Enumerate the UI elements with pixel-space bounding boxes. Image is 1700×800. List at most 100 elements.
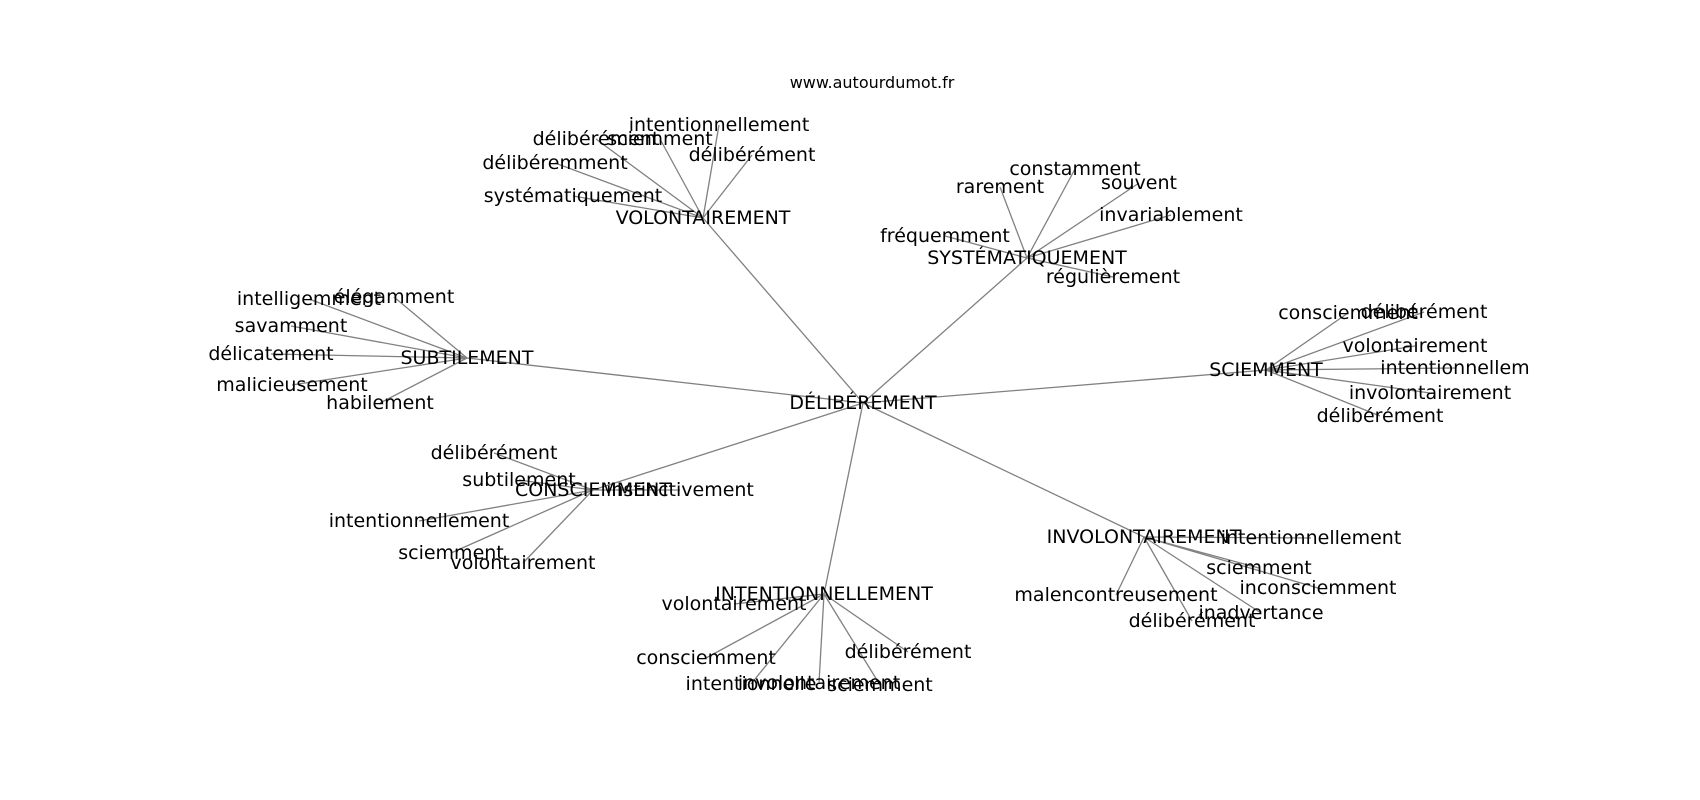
hub-leaf-edge [418,489,594,522]
hub-leaf-edge [1026,257,1114,278]
leaf-word[interactable]: rarement [956,176,1044,198]
hub-leaf-edge [450,489,594,554]
leaf-word[interactable]: délicatement [208,343,333,365]
hub-leaf-edge [1265,369,1431,394]
leaf-word[interactable]: régulièrement [1046,266,1180,288]
leaf-word[interactable]: intentionnellement [629,114,810,136]
hub-leaf-edge [379,357,468,404]
leaf-word[interactable]: délibérément [1317,405,1444,427]
leaf-word[interactable]: inadvertance [1198,602,1323,624]
leaf-word[interactable]: sciemment [607,128,713,150]
leaf-word[interactable]: involontairement [1349,382,1511,404]
leaf-word[interactable]: malicieusement [216,374,367,396]
leaf-word[interactable]: sciemment [1206,557,1312,579]
hub-leaf-edge [270,353,468,359]
leaf-word[interactable]: invariablement [1099,204,1243,226]
leaf-word[interactable]: volontairement [451,552,596,574]
leaf-word[interactable]: volontairement [1343,335,1488,357]
leaf-word[interactable]: intentionnellem [1380,357,1529,379]
hub-leaf-edge [554,162,704,219]
center-hub-edge [862,402,1145,538]
hub-leaf-edge [733,593,825,605]
hub-word[interactable]: VOLONTAIREMENT [616,207,791,229]
leaf-word[interactable]: souvent [1101,172,1177,194]
hub-leaf-edge [944,235,1028,259]
hub-leaf-edge [702,124,720,219]
hub-leaf-edge [1143,536,1319,589]
leaf-word[interactable]: délibérément [533,128,660,150]
leaf-word[interactable]: intelligemment [237,288,381,310]
leaf-word[interactable]: savamment [235,315,348,337]
center-word[interactable]: DÉLIBÉREMENT [789,391,937,414]
hub-leaf-edge [1265,345,1416,371]
hub-word[interactable]: SYSTÉMATIQUEMENT [927,246,1127,269]
hub-leaf-edge [522,489,594,564]
hub-leaf-edge [1115,536,1145,596]
leaf-word[interactable]: sciemment [398,542,504,564]
graph-edges [270,124,1456,686]
site-label: www.autourdumot.fr [790,73,955,92]
leaf-word[interactable]: inconsciemment [1240,577,1397,599]
graph-labels: DÉLIBÉREMENT VOLONTAIREMENT intentionnelle… [208,114,1529,696]
leaf-word[interactable]: malencontreusement [1014,584,1217,606]
leaf-word[interactable]: involontairement [738,672,900,694]
hub-leaf-edge [823,593,881,686]
hub-leaf-edge [999,186,1028,259]
center-hub-edge [862,257,1028,404]
hub-leaf-edge [1026,214,1172,259]
hub-leaf-edge [1265,369,1381,417]
leaf-word[interactable]: intentionnelle [686,673,817,695]
leaf-word[interactable]: intentionnellement [329,510,510,532]
hub-leaf-edge [1026,182,1140,259]
center-hub-edge [862,369,1267,404]
leaf-word[interactable]: délibérément [1129,610,1256,632]
hub-leaf-edge [493,452,594,491]
hub-leaf-edge [308,298,468,359]
leaf-word[interactable]: subtilement [462,469,575,491]
leaf-word[interactable]: délibérément [845,641,972,663]
leaf-word[interactable]: habilement [326,392,434,414]
center-hub-edge [702,217,864,404]
hub-leaf-edge [393,296,468,359]
leaf-word[interactable]: constamment [1009,158,1140,180]
center-hub-edge [823,402,864,595]
hub-leaf-edge [291,357,468,386]
hub-leaf-edge [290,325,468,359]
hub-word[interactable]: CONSCIEMMENT [515,479,671,501]
hub-leaf-edge [705,593,825,659]
leaf-word[interactable]: intentionnellement [1221,527,1402,549]
leaf-word[interactable]: instinctivement [606,479,754,501]
leaf-word[interactable]: délibérément [431,442,558,464]
hub-word[interactable]: SCIEMMENT [1209,359,1323,381]
hub-leaf-edge [1265,367,1456,371]
hub-leaf-edge [572,195,704,219]
leaf-word[interactable]: volontairement [662,593,807,615]
hub-word[interactable]: SUBTILEMENT [400,347,533,369]
hub-leaf-edge [823,593,909,653]
hub-leaf-edge [1265,312,1349,371]
center-hub-edge [592,402,864,491]
hub-leaf-edge [1143,536,1312,539]
leaf-word[interactable]: systématiquement [484,185,663,207]
hub-leaf-edge [518,479,594,491]
leaf-word[interactable]: élégamment [334,286,455,308]
hub-word[interactable]: INTENTIONNELLEMENT [715,583,933,605]
leaf-word[interactable]: consciemment [636,647,776,669]
leaf-word[interactable]: délibéremment [482,152,627,174]
leaf-word[interactable]: consciemment [1278,302,1418,324]
hub-leaf-edge [1026,168,1076,259]
hub-leaf-edge [818,593,825,684]
leaf-word[interactable]: délibérément [1361,301,1488,323]
center-hub-edge [466,357,864,404]
hub-leaf-edge [659,138,704,219]
hub-leaf-edge [595,138,704,219]
hub-word[interactable]: INVOLONTAIREMENT [1047,526,1242,548]
hub-leaf-edge [702,154,753,219]
hub-leaf-edge [1143,536,1193,622]
hub-leaf-edge [750,593,825,685]
leaf-word[interactable]: fréquemment [880,225,1010,247]
leaf-word[interactable]: délibérément [689,144,816,166]
leaf-word[interactable]: sciemment [827,674,933,696]
hub-leaf-edge [1265,311,1425,371]
